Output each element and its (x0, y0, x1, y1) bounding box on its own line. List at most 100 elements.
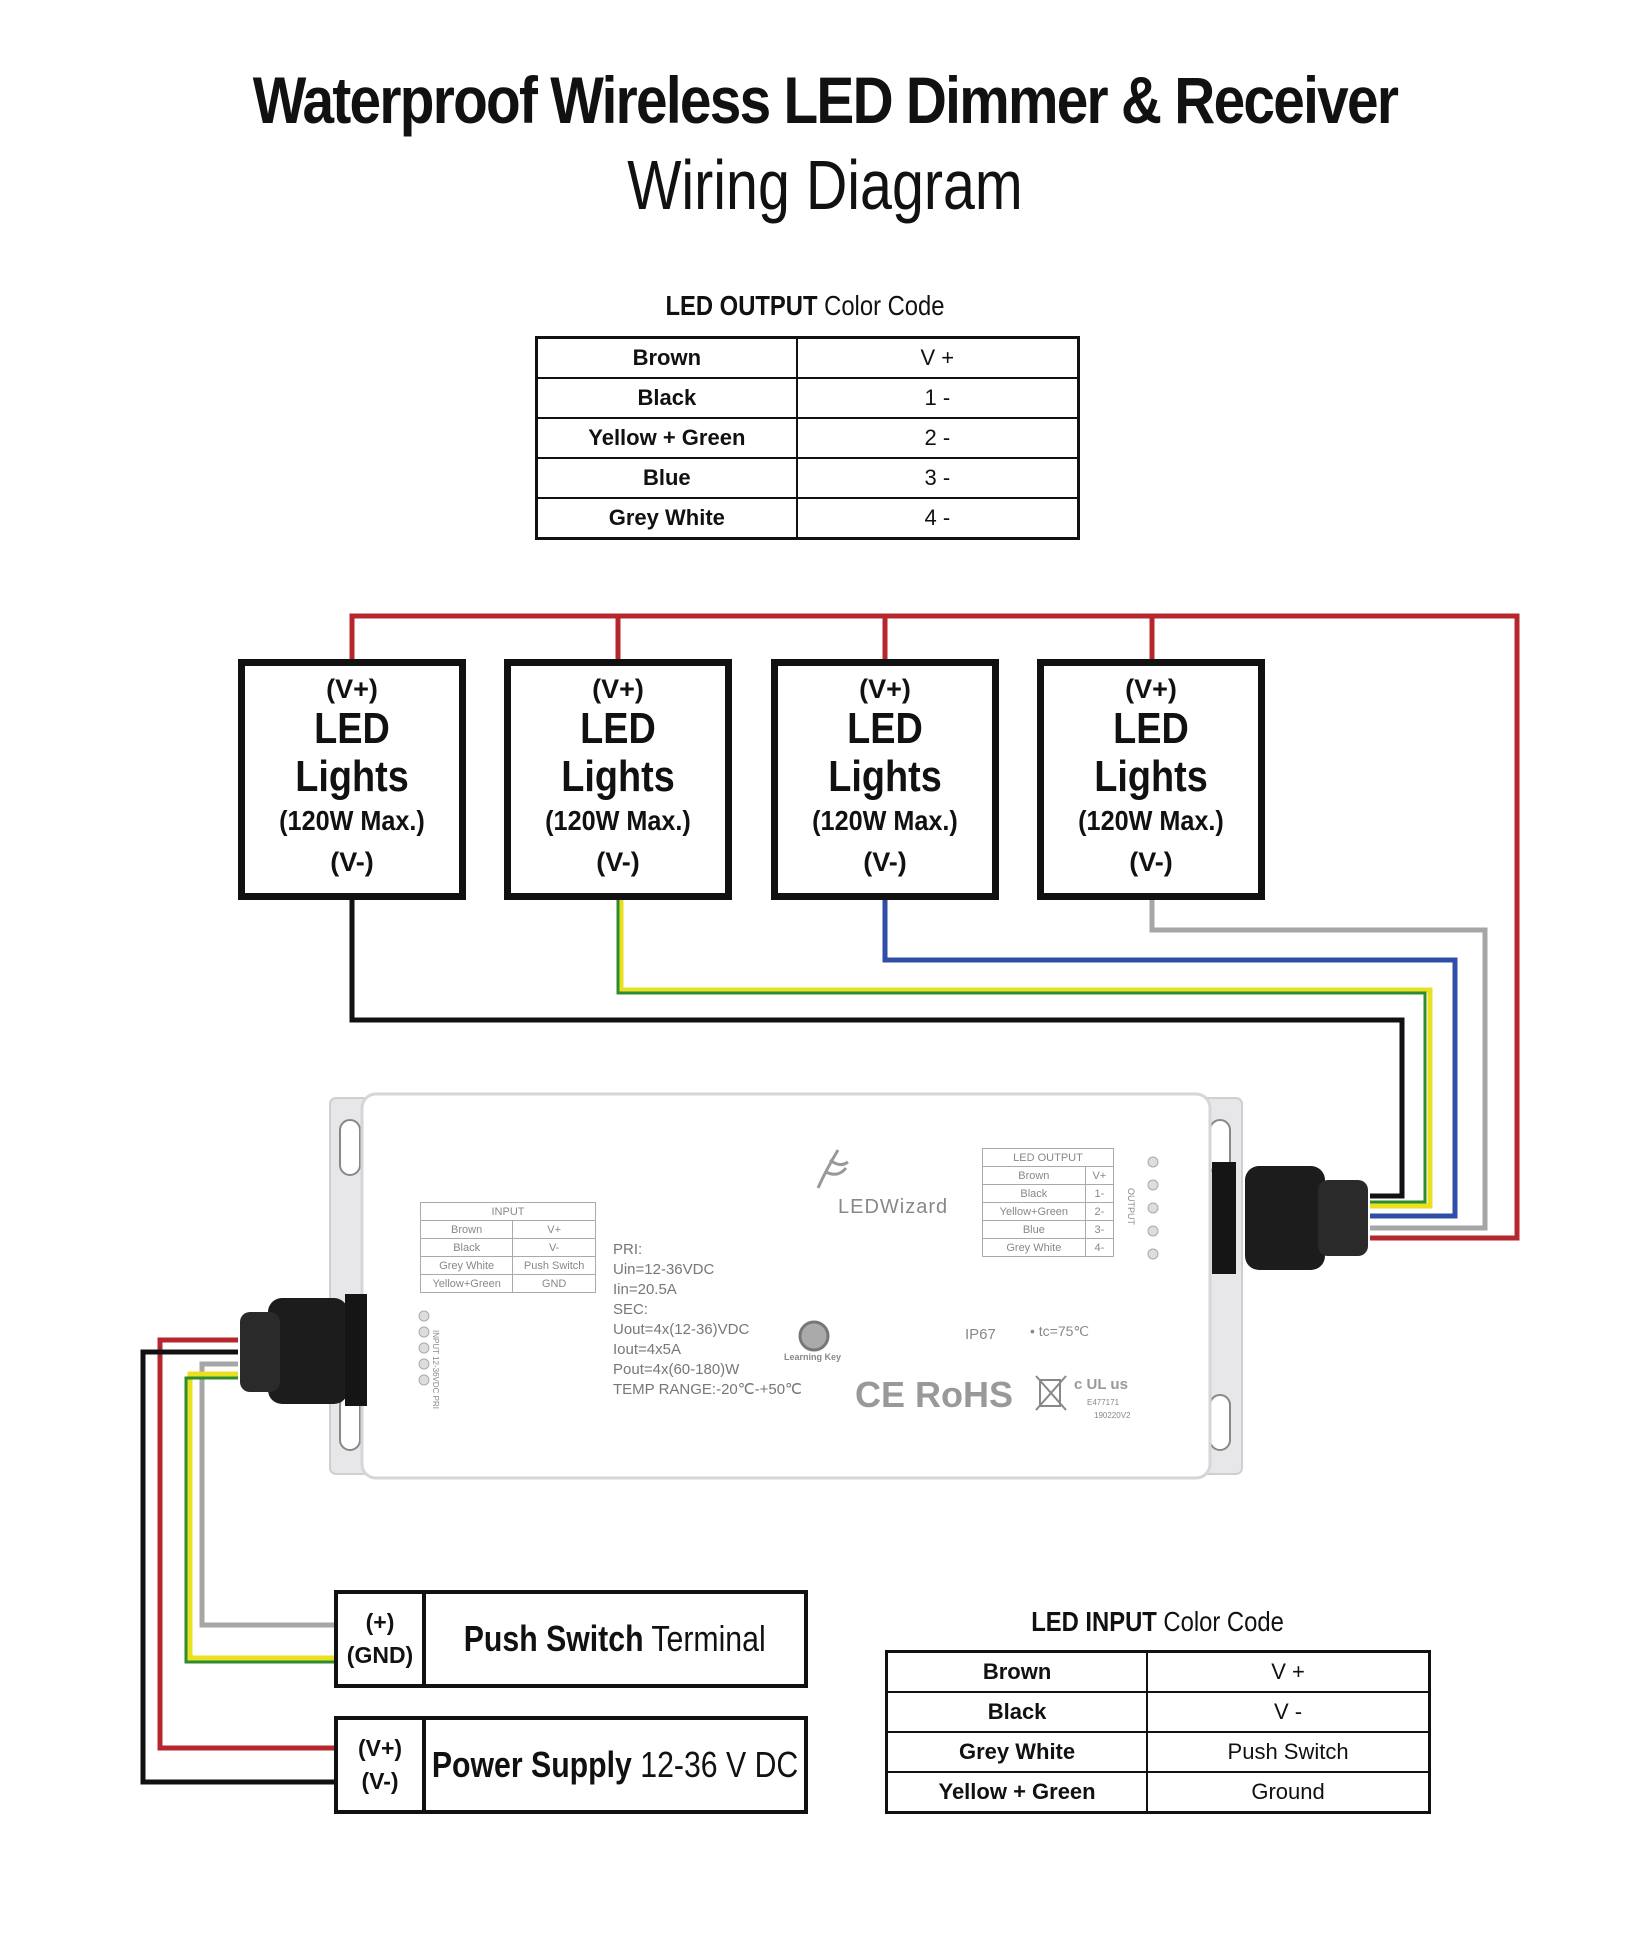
led-lights-4: (V+) LED Lights (120W Max.) (V-) (1037, 659, 1265, 900)
grey-wire-output (1149, 900, 1488, 1231)
led-title: LED (1113, 704, 1189, 753)
date-code: 190220V2 (1094, 1411, 1131, 1420)
power-supply-terminal: (V+)(V-) Power Supply 12-36 V DC (334, 1716, 808, 1814)
push-switch-polarity: (+)(GND) (338, 1594, 426, 1684)
ip-rating: IP67 (965, 1326, 996, 1343)
led-title: LED (847, 704, 923, 753)
spec-line: Uin=12-36VDC (613, 1261, 715, 1278)
green-wire-input (184, 1376, 340, 1664)
device-label-cell: Brown (419, 1220, 514, 1239)
blue-wire-output (882, 900, 1458, 1219)
diagram-title: Waterproof Wireless LED Dimmer & Receive… (252, 63, 1399, 137)
spec-line: Pout=4x(60-180)W (613, 1361, 740, 1378)
device-brand: LEDWizard (838, 1196, 949, 1218)
device-input-side: INPUT 12-36VDC PRI (431, 1330, 440, 1409)
wire-color-cell: Black (885, 1691, 1149, 1733)
diagram-subtitle: Wiring Diagram (627, 146, 1023, 224)
push-switch-label: Push Switch Terminal (464, 1618, 766, 1659)
wire-color-cell: Black (535, 377, 798, 419)
wire-color-cell: Yellow + Green (885, 1771, 1149, 1814)
wire-color-cell: Brown (535, 336, 798, 379)
cert-marks: CE RoHS (855, 1374, 1014, 1415)
device-label-cell: 3- (1084, 1220, 1115, 1239)
led-title-2: Lights (295, 752, 409, 801)
green-wire-output (616, 900, 1427, 1204)
wire-function-cell: V + (795, 336, 1080, 379)
led-title-2: Lights (561, 752, 675, 801)
input-gland-body (240, 1312, 280, 1392)
spec-line: Iin=20.5A (613, 1281, 677, 1298)
wire-function-cell: Push Switch (1146, 1731, 1431, 1773)
ul-file-number: E477171 (1087, 1398, 1120, 1407)
device-label-cell: Black (419, 1238, 514, 1257)
ledwizard-logo-mark (816, 1149, 849, 1189)
device-label-header: LED OUTPUT (982, 1148, 1114, 1167)
wire-color-cell: Brown (885, 1650, 1149, 1693)
led-vminus: (V-) (1129, 847, 1173, 877)
led-max-watt: (120W Max.) (812, 805, 958, 836)
input-indicator-5 (418, 1374, 430, 1386)
led-max-watt: (120W Max.) (279, 805, 425, 836)
input-indicator-3 (418, 1342, 430, 1354)
wire-function-cell: 3 - (795, 457, 1080, 499)
learning-key-button (798, 1320, 830, 1352)
led-vminus: (V-) (863, 847, 907, 877)
led-lights-1: (V+) LED Lights (120W Max.) (V-) (238, 659, 466, 900)
led-max-watt: (120W Max.) (1078, 805, 1224, 836)
wire-function-cell: Ground (1146, 1771, 1431, 1814)
spec-line: Iout=4x5A (613, 1341, 681, 1358)
input-indicator-4 (418, 1358, 430, 1370)
wire-function-cell: 2 - (795, 417, 1080, 459)
output-gland-body (1318, 1180, 1368, 1256)
output-indicator-2 (1147, 1179, 1159, 1191)
weee-bin-icon (1035, 1375, 1067, 1411)
device-label-cell: Yellow+Green (982, 1202, 1086, 1221)
red-wire-output (349, 613, 1520, 1241)
led-vplus: (V+) (1125, 674, 1177, 704)
power-supply-polarity: (V+)(V-) (338, 1720, 426, 1810)
device-label-cell: Grey White (419, 1256, 514, 1275)
wire-function-cell: 4 - (795, 497, 1080, 540)
device-label-cell: Push Switch (512, 1256, 596, 1275)
spec-line: Uout=4x(12-36)VDC (613, 1321, 750, 1338)
output-indicator-1 (1147, 1156, 1159, 1168)
device-label-cell: Blue (982, 1220, 1086, 1239)
device-label-cell: V+ (512, 1220, 596, 1239)
device-label-cell: Black (982, 1184, 1086, 1203)
output-indicator-3 (1147, 1202, 1159, 1214)
spec-line: PRI: (613, 1241, 643, 1258)
mount-slot-br (1209, 1394, 1231, 1451)
device-output-side: OUTPUT (1126, 1188, 1136, 1225)
led-vplus: (V+) (859, 674, 911, 704)
wire-function-cell: V + (1146, 1650, 1431, 1693)
wire-color-cell: Blue (535, 457, 798, 499)
push-switch-terminal: (+)(GND) Push Switch Terminal (334, 1590, 808, 1688)
wire-function-cell: 1 - (795, 377, 1080, 419)
input-indicator-2 (418, 1326, 430, 1338)
led-vplus: (V+) (326, 674, 378, 704)
device-label-cell: V- (512, 1238, 596, 1257)
input-table-caption: LED INPUT Color Code (1031, 1606, 1284, 1637)
ul-mark: c UL us (1074, 1376, 1128, 1393)
power-supply-label: Power Supply 12-36 V DC (431, 1744, 799, 1785)
tc-rating: • tc=75℃ (1030, 1323, 1090, 1339)
device-label-cell: Yellow+Green (419, 1274, 514, 1293)
output-indicator-4 (1147, 1225, 1159, 1237)
learning-key-label: Learning Key (784, 1352, 842, 1362)
output-table-caption: LED OUTPUT Color Code (665, 290, 945, 321)
device-label-cell: V+ (1084, 1166, 1115, 1185)
device-label-cell: Grey White (982, 1238, 1086, 1257)
led-title-2: Lights (1094, 752, 1208, 801)
